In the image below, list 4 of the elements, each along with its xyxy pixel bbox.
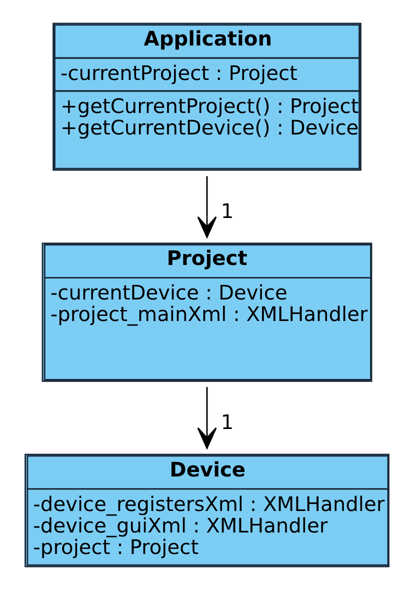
arrow [197, 176, 217, 238]
arrow [197, 386, 217, 449]
edge-label: 1 [220, 410, 234, 434]
edge-label: 1 [220, 199, 234, 224]
